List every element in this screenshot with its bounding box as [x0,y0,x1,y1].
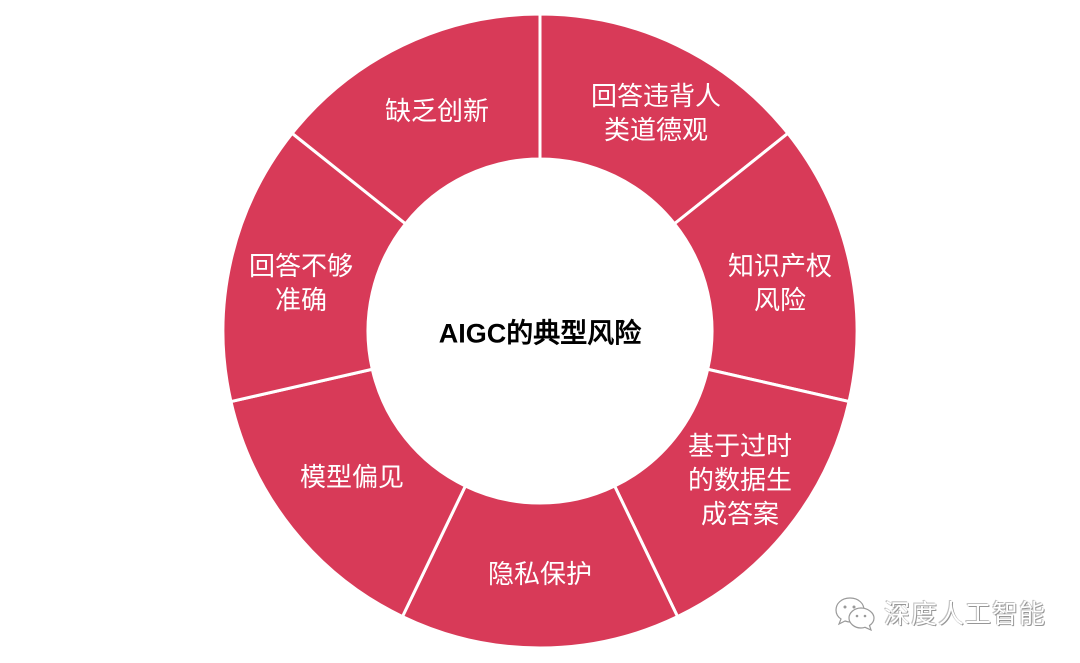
segment-label-line: 回答不够 [248,252,354,282]
segment-label-line: 缺乏创新 [384,97,490,127]
segment-label: 模型偏见 [300,461,404,495]
segment-label-line: 准确 [274,286,328,316]
segment-label-line: 风险 [753,286,807,316]
segment-label: 回答不够准确 [249,250,353,318]
segment-label-line: 回答违背人 [590,82,722,112]
segment-label-line: 隐私保护 [487,560,593,590]
donut-segment [290,12,542,226]
segment-label-line: 成答案 [700,500,780,530]
donut-segment [229,367,468,619]
center-title: AIGC的典型风险 [438,318,642,349]
segment-label: 缺乏创新 [385,95,489,129]
donut-segment [538,12,790,226]
donut-segment [221,131,408,404]
segment-label-line: 的数据生 [687,466,793,496]
donut-segment [612,367,851,619]
donut-segment [672,131,859,404]
segment-label-line: 基于过时 [687,432,793,462]
segment-label: 隐私保护 [488,558,592,592]
segment-label-line: 类道德观 [603,116,709,146]
segment-label: 基于过时的数据生成答案 [688,430,792,532]
segment-label: 知识产权风险 [728,250,832,318]
segment-label-line: 模型偏见 [299,463,405,493]
segment-label: 回答违背人类道德观 [591,80,721,148]
watermark-text: 深度人工智能 [884,600,1047,630]
watermark: 深度人工智能 [834,594,1046,631]
wechat-icon [835,596,875,631]
segment-label-line: 知识产权 [727,252,833,282]
donut-segment [400,483,680,650]
